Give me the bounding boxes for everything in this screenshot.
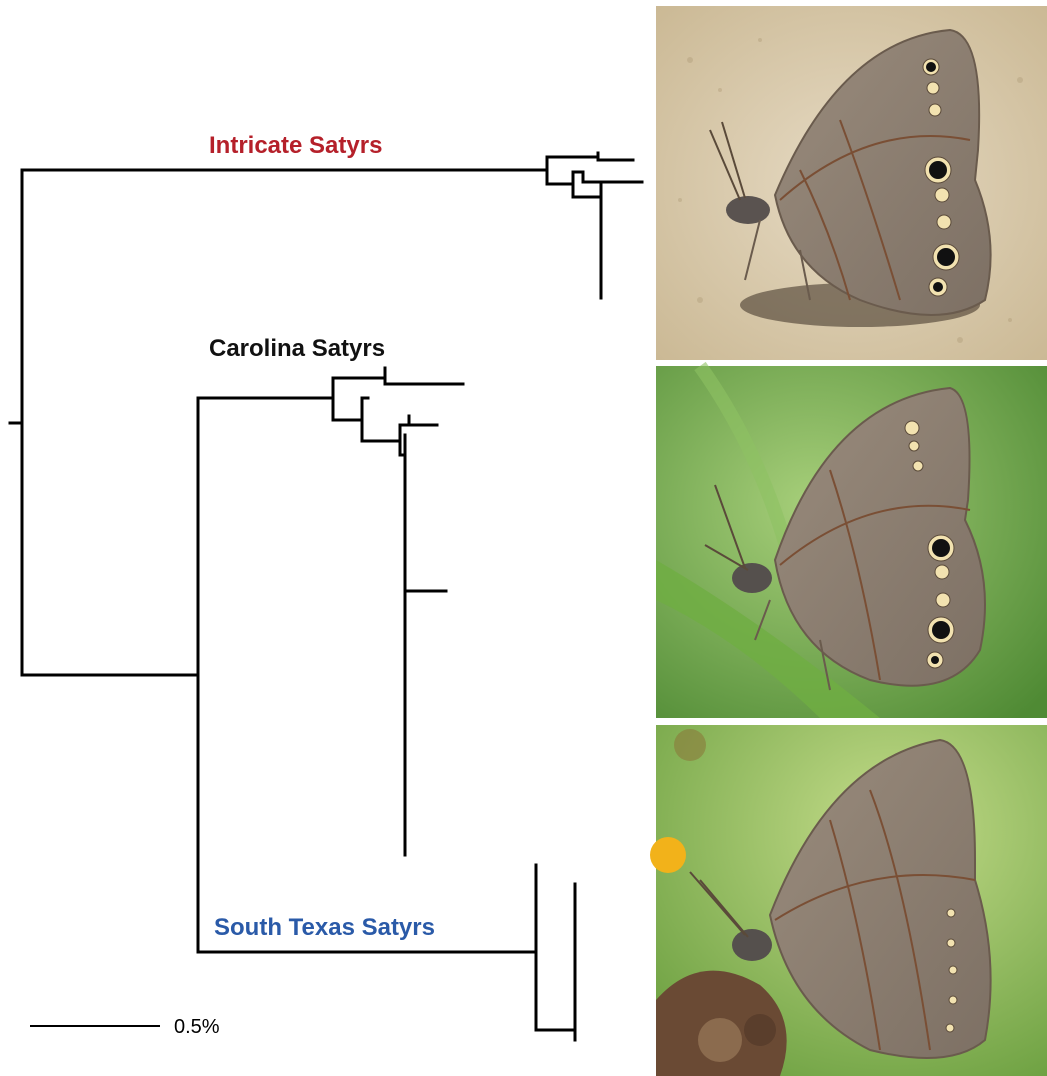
south-texas-satyr-photo bbox=[650, 725, 1047, 1076]
intricate-satyr-photo bbox=[656, 6, 1047, 360]
carolina-satyr-photo bbox=[656, 366, 1047, 718]
clade-label-south-texas: South Texas Satyrs bbox=[214, 914, 435, 941]
clade-label-intricate: Intricate Satyrs bbox=[209, 132, 382, 159]
clade-label-carolina: Carolina Satyrs bbox=[209, 335, 385, 362]
phylogenetic-tree bbox=[10, 153, 642, 1040]
scale-bar-label: 0.5% bbox=[174, 1016, 220, 1038]
